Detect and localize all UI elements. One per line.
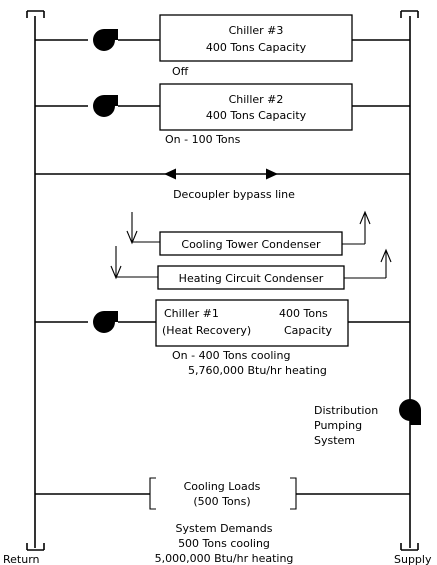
chiller1-subtitle: (Heat Recovery) [162,324,251,337]
cooling-loads-bracket [149,477,297,510]
chiller1-name: Chiller #1 [164,307,219,320]
distribution-line2: Pumping [314,419,362,432]
distribution-line1: Distribution [314,404,378,417]
return-label: Return [3,553,40,565]
return-pipe [26,10,45,551]
heating-circuit-condenser-label: Heating Circuit Condenser [179,272,324,285]
chiller1-capacity-word: Capacity [284,324,333,337]
chiller2-name: Chiller #2 [229,93,284,106]
heating-circuit-out-arrow-icon [344,248,392,279]
decoupler-label: Decoupler bypass line [173,188,295,201]
system-demands-heating: 5,000,000 Btu/hr heating [155,552,294,565]
chiller1-status-line1: On - 400 Tons cooling [172,349,290,362]
chiller2-status: On - 100 Tons [165,133,241,146]
chiller3-status: Off [172,65,189,78]
distribution-line3: System [314,434,355,447]
decoupler-left-arrow-icon [164,168,176,180]
cooling-tower-condenser-label: Cooling Tower Condenser [181,238,321,251]
distribution-pump-icon [399,399,421,425]
chiller1-capacity-value: 400 Tons [279,307,328,320]
heating-circuit-in-arrow-icon [110,246,158,280]
chiller3-capacity: 400 Tons Capacity [206,41,307,54]
chiller1-pump-icon [93,311,118,333]
chiller1-box [155,299,349,347]
chiller3-box [159,14,353,62]
system-demands-title: System Demands [176,522,273,535]
supply-pipe [400,10,419,551]
chiller2-box [159,83,353,131]
chiller2-pump-icon [93,95,118,117]
cooling-loads-line2: (500 Tons) [193,495,250,508]
chiller3-pump-icon [93,29,118,51]
chiller2-capacity: 400 Tons Capacity [206,109,307,122]
supply-label: Supply [394,553,432,565]
system-demands-cooling: 500 Tons cooling [178,537,270,550]
cooling-tower-out-arrow-icon [342,210,371,245]
chiller3-name: Chiller #3 [229,24,284,37]
decoupler-right-arrow-icon [266,168,278,180]
cooling-tower-in-arrow-icon [126,212,160,245]
chiller1-status-line2: 5,760,000 Btu/hr heating [188,364,327,377]
cooling-loads-line1: Cooling Loads [184,480,261,493]
